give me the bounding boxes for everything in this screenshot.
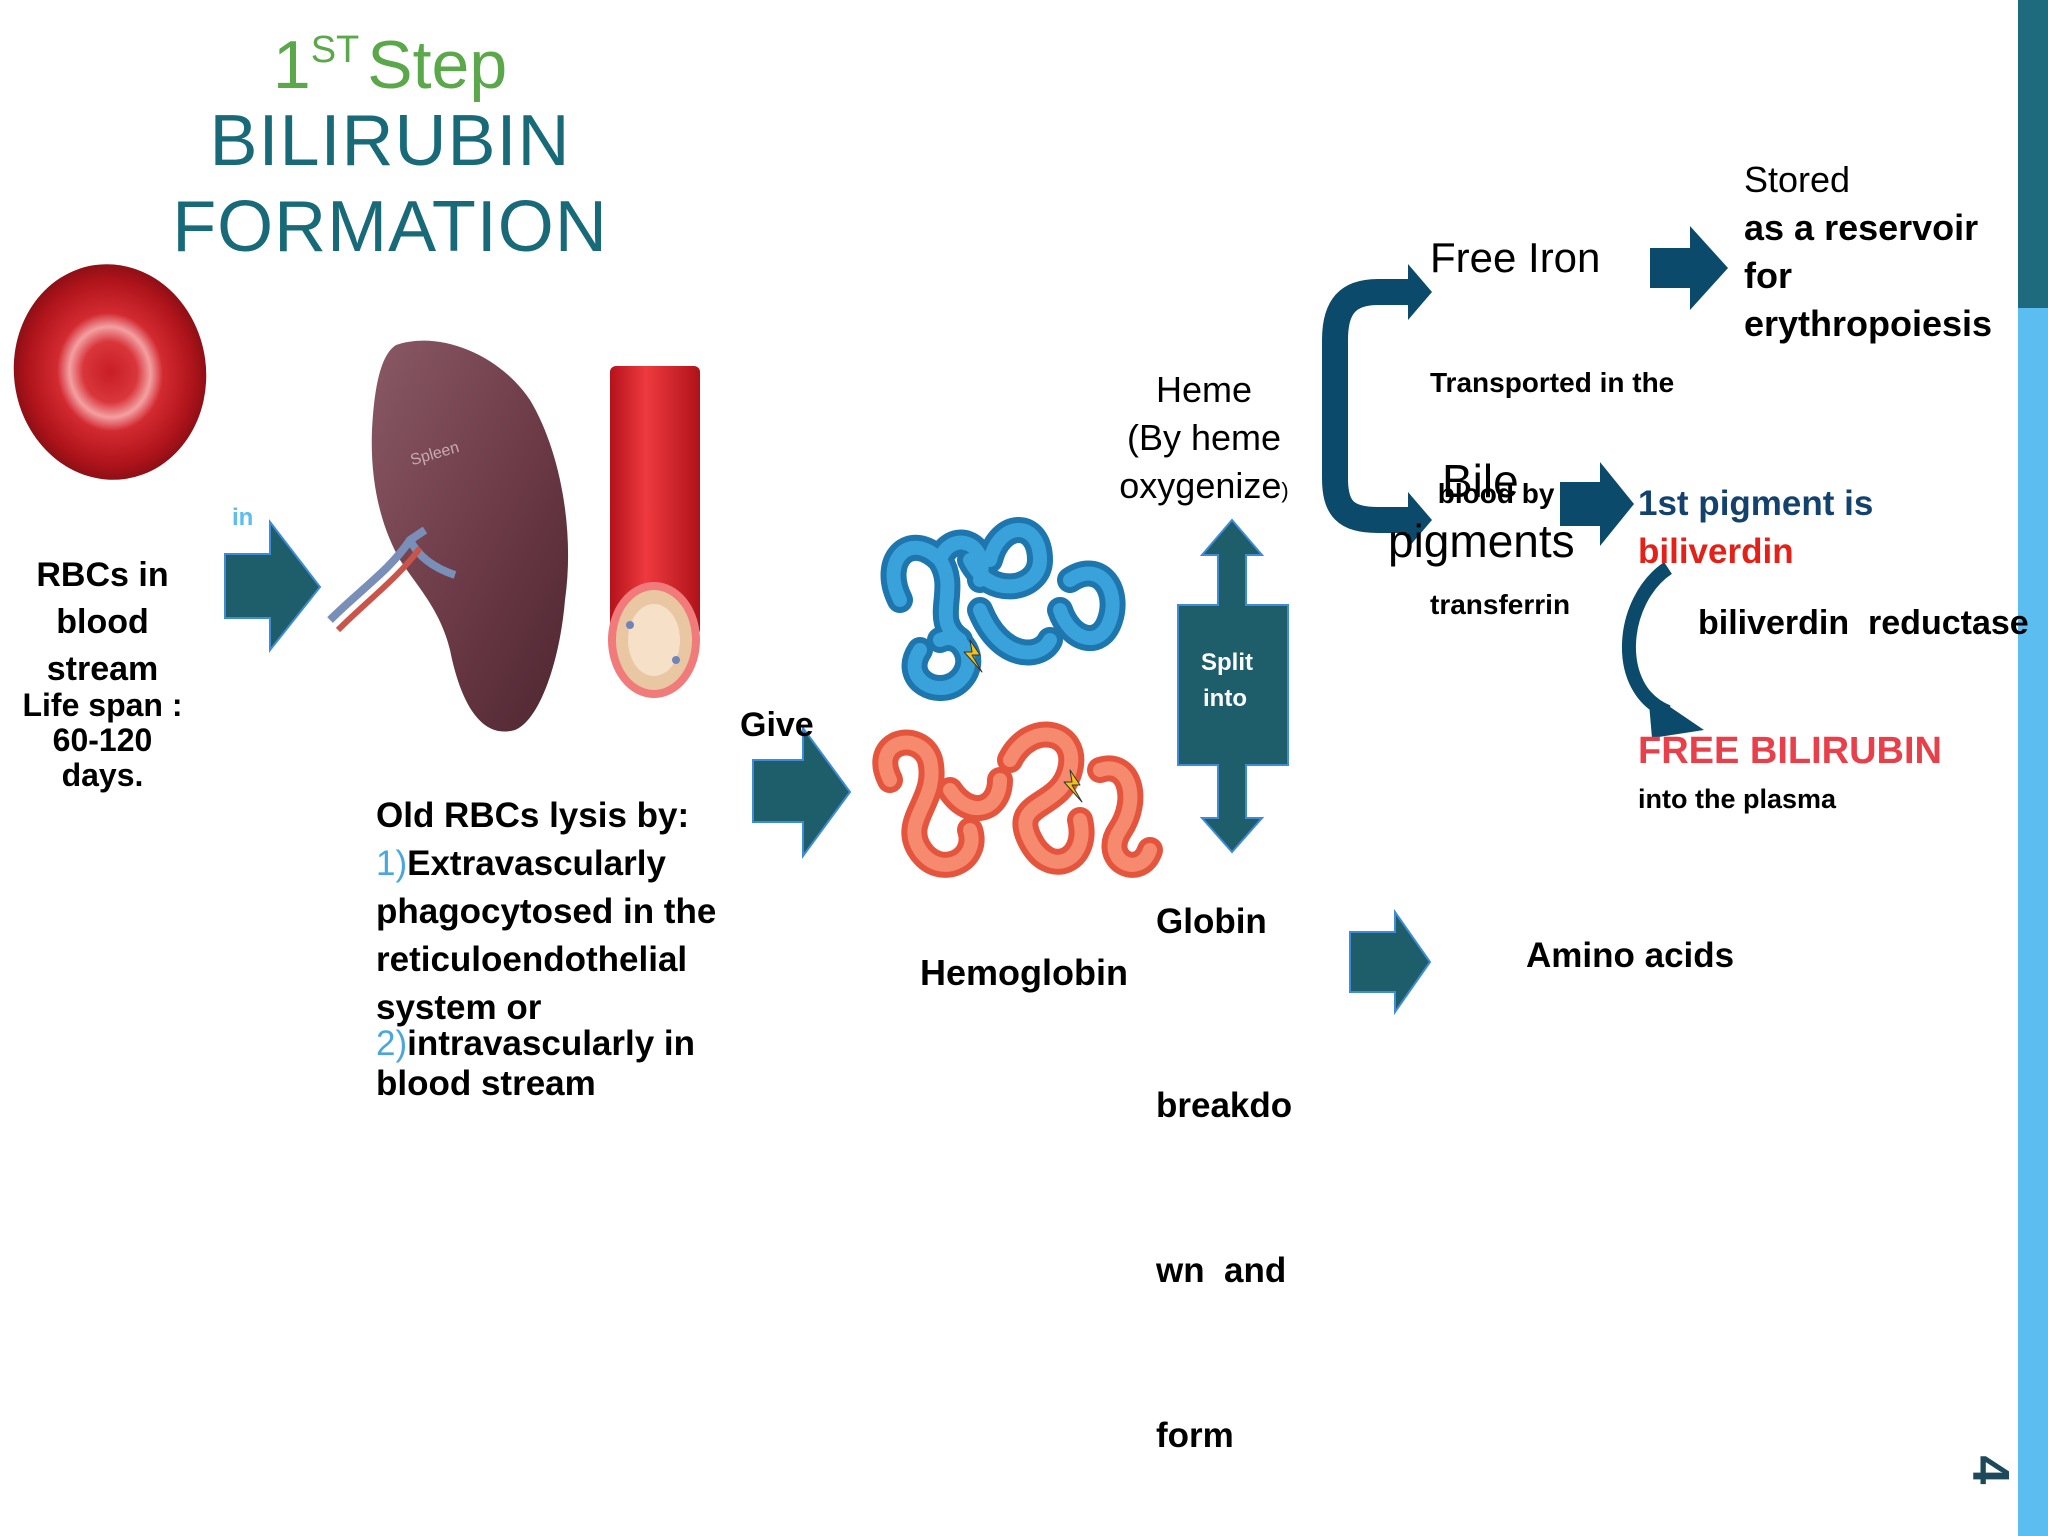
give-label: Give xyxy=(740,706,814,744)
globin-to-amino-arrow xyxy=(1349,908,1432,1016)
give-hemoglobin-arrow xyxy=(752,724,852,860)
title-line-formation: FORMATION xyxy=(172,187,608,267)
hemoglobin-molecule-icon xyxy=(872,517,1163,878)
bile-to-biliverdin-arrow xyxy=(1560,462,1634,546)
lysis-description: Old RBCs lysis by: 1)Extravascularly pha… xyxy=(376,792,716,1032)
first-pigment-line1: 1st pigment is xyxy=(1638,484,1874,523)
life-span-line1: Life span : xyxy=(22,687,183,723)
title-step-number: 1 xyxy=(272,27,311,103)
rbc-life-span: Life span : 60-120 days. xyxy=(0,688,205,793)
globin-line2: breakdo xyxy=(1156,1086,1293,1125)
heme-line2: (By heme xyxy=(1126,417,1282,458)
globin-line3: wn and xyxy=(1156,1251,1287,1290)
in-label: in xyxy=(232,504,254,531)
split-label-line1: Split xyxy=(1201,649,1253,676)
globin-breakdown-description: breakdo wn and form xyxy=(1156,968,1292,1518)
heme-line3-paren: ) xyxy=(1281,478,1289,503)
title-step-word: Step xyxy=(367,27,508,103)
hemoglobin-label: Hemoglobin xyxy=(920,952,1128,993)
slide-page-number: 4 xyxy=(1961,1455,2019,1485)
side-accent-bar-light xyxy=(2018,308,2048,1536)
title-line-bilirubin: BILIRUBIN xyxy=(209,101,571,181)
lysis-heading: Old RBCs lysis by: xyxy=(376,796,690,835)
rbc-description: RBCs in blood stream xyxy=(0,552,205,693)
rbc-line2: blood xyxy=(56,603,149,641)
bracket-arrowhead-bottom xyxy=(1408,492,1432,548)
heme-branch-bracket xyxy=(1322,279,1415,533)
slide-title: BILIRUBIN FORMATION xyxy=(150,98,630,270)
iron-transport-line3: transferrin xyxy=(1430,589,1571,620)
iron-transport-line1: Transported in the xyxy=(1430,367,1675,398)
lysis-item1-line4: system or xyxy=(376,988,542,1027)
rbc-to-spleen-arrow xyxy=(224,519,322,653)
side-accent-bar-dark xyxy=(2018,0,2048,308)
amino-acids-label: Amino acids xyxy=(1526,936,1735,975)
iron-transport-line2: blood by xyxy=(1430,478,1555,509)
bile-label-line1: Bile xyxy=(1442,455,1519,507)
title-step-ordinal: ST xyxy=(310,29,360,71)
lysis-item2: 2)intravascularly in blood stream xyxy=(376,1024,695,1104)
heme-line3: oxygenize xyxy=(1119,465,1282,506)
bracket-arrowhead-top xyxy=(1408,264,1432,320)
rbc-line3: stream xyxy=(46,650,159,688)
reductase-enzyme-label: biliverdin reductase xyxy=(1698,604,2029,642)
lysis-item2-line2: blood stream xyxy=(376,1064,596,1103)
free-bilirubin-label: FREE BILIRUBIN xyxy=(1638,730,1942,772)
first-pigment-description: 1st pigment is biliverdin xyxy=(1638,480,1873,576)
lysis-item1-line3: reticuloendothelial xyxy=(376,940,688,979)
lysis-item1-number: 1) xyxy=(376,844,408,883)
globin-line4: form xyxy=(1156,1416,1234,1455)
bile-label-line2: pigments xyxy=(1388,515,1575,567)
blood-vessel-icon xyxy=(608,366,700,698)
globin-title: Globin xyxy=(1156,902,1267,941)
free-iron-title: Free Iron xyxy=(1430,234,1601,281)
red-blood-cell-icon xyxy=(13,264,207,480)
reductase-arrowhead xyxy=(1648,692,1704,738)
lysis-item2-number: 2) xyxy=(376,1024,408,1063)
spleen-icon: Spleen xyxy=(327,340,569,732)
stored-line3: for xyxy=(1744,255,1792,296)
lysis-item1-line2: phagocytosed in the xyxy=(376,892,717,931)
iron-to-storage-arrow xyxy=(1650,226,1728,310)
into-plasma-label: into the plasma xyxy=(1638,784,1837,814)
lysis-item1-line1: Extravascularly xyxy=(407,844,666,883)
life-span-line2: 60-120 xyxy=(52,722,153,758)
heme-description: Heme (By heme oxygenize) xyxy=(1100,366,1308,515)
iron-storage-description: Stored as a reservoir for erythropoiesis xyxy=(1744,156,1992,348)
first-pigment-line2: biliverdin xyxy=(1638,532,1794,571)
rbc-line1: RBCs in xyxy=(36,556,169,594)
stored-line4: erythropoiesis xyxy=(1744,303,1993,344)
lysis-item2-line1: intravascularly in xyxy=(407,1024,696,1063)
iron-transport-description: Transported in the blood by transferrin xyxy=(1430,290,1674,660)
stored-line2: as a reservoir xyxy=(1744,207,1979,248)
split-double-arrow xyxy=(1177,518,1289,854)
life-span-line3: days. xyxy=(61,757,144,793)
split-label-line2: into xyxy=(1203,685,1247,712)
heme-line1: Heme xyxy=(1155,369,1253,410)
stored-line1: Stored xyxy=(1744,159,1851,200)
